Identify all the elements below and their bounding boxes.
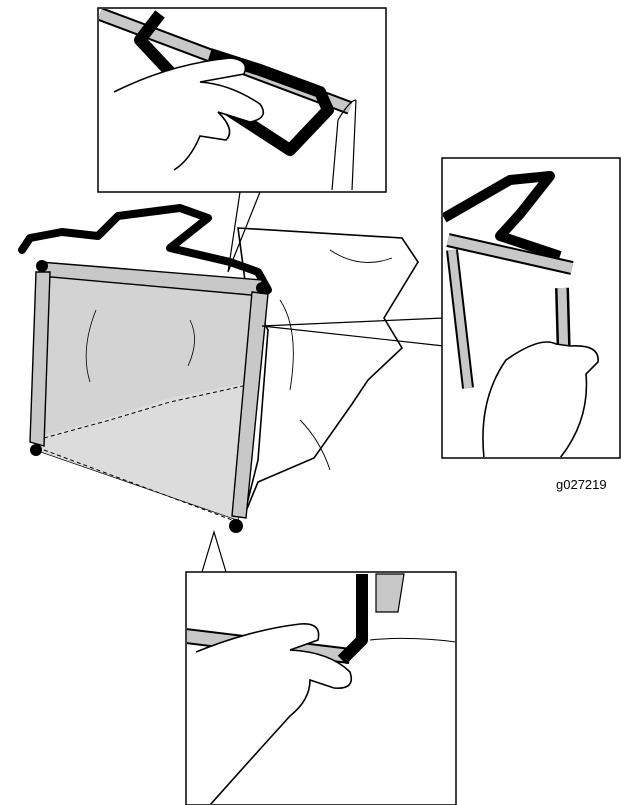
figure-code: g027219 <box>556 477 607 492</box>
frame-corner-cap <box>36 260 48 272</box>
detail-inset-top <box>98 8 386 192</box>
detail-inset-bottom <box>186 572 456 805</box>
grass-bag <box>22 208 418 533</box>
frame-corner-cap <box>229 519 243 533</box>
bag-fabric <box>238 228 418 516</box>
leader-bottom <box>202 532 226 572</box>
frame-corner-cap <box>30 444 42 456</box>
detail-inset-right <box>442 158 620 458</box>
frame-corner-cap <box>256 282 268 294</box>
